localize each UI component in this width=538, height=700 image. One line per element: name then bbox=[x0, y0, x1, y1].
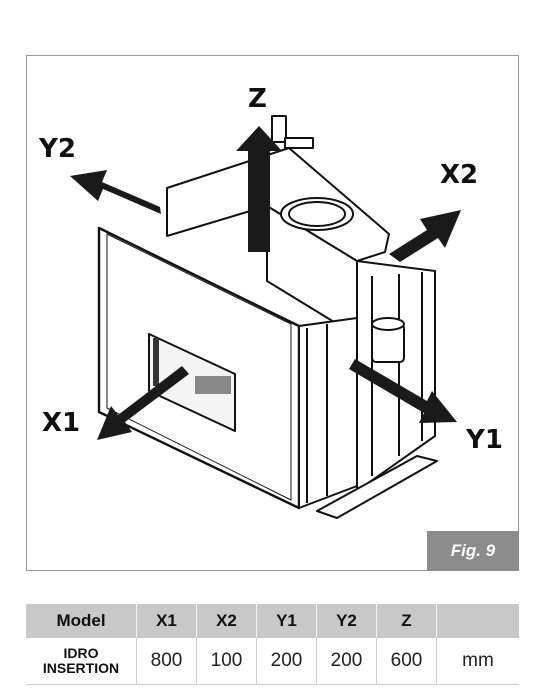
z-arrow bbox=[236, 126, 282, 252]
table-row: IDRO INSERTION 800 100 200 200 600 mm bbox=[26, 638, 519, 685]
value-y2: 200 bbox=[316, 638, 377, 685]
figure-caption: Fig. 9 bbox=[427, 531, 519, 571]
value-z: 600 bbox=[376, 638, 437, 685]
model-name-line-1: IDRO bbox=[63, 645, 99, 662]
x2-arrow bbox=[389, 210, 461, 262]
value-x1: 800 bbox=[136, 638, 197, 685]
value-unit: mm bbox=[436, 638, 519, 685]
header-z: Z bbox=[376, 604, 437, 638]
y1-arrow bbox=[349, 359, 457, 423]
valve bbox=[271, 115, 287, 143]
insert-diagram bbox=[70, 115, 461, 519]
table-header-row: Model X1 X2 Y1 Y2 Z bbox=[26, 604, 519, 638]
housing-top bbox=[166, 147, 390, 262]
dimensions-table: Model X1 X2 Y1 Y2 Z IDRO INSERTION 800 1… bbox=[26, 604, 519, 685]
header-model: Model bbox=[26, 604, 137, 638]
model-name-line-2: INSERTION bbox=[42, 660, 120, 676]
axis-label-z: Z bbox=[248, 84, 267, 114]
x1-arrow bbox=[97, 366, 189, 440]
y2-arrow bbox=[70, 170, 161, 214]
axis-label-x1: X1 bbox=[42, 408, 81, 438]
header-x2: X2 bbox=[196, 604, 257, 638]
axis-label-y2: Y2 bbox=[39, 134, 76, 164]
axis-label-y1: Y1 bbox=[466, 425, 503, 455]
fire-opening bbox=[148, 333, 236, 432]
header-y1: Y1 bbox=[256, 604, 317, 638]
header-y2: Y2 bbox=[316, 604, 377, 638]
header-x1: X1 bbox=[136, 604, 197, 638]
axis-label-x2: X2 bbox=[440, 160, 479, 190]
base bbox=[316, 455, 438, 519]
header-unit bbox=[436, 604, 519, 638]
figure-frame: Z Y2 X2 X1 Y1 Fig. 9 bbox=[26, 55, 519, 571]
value-x2: 100 bbox=[196, 638, 257, 685]
value-y1: 200 bbox=[256, 638, 317, 685]
model-name: IDRO INSERTION bbox=[26, 638, 137, 685]
